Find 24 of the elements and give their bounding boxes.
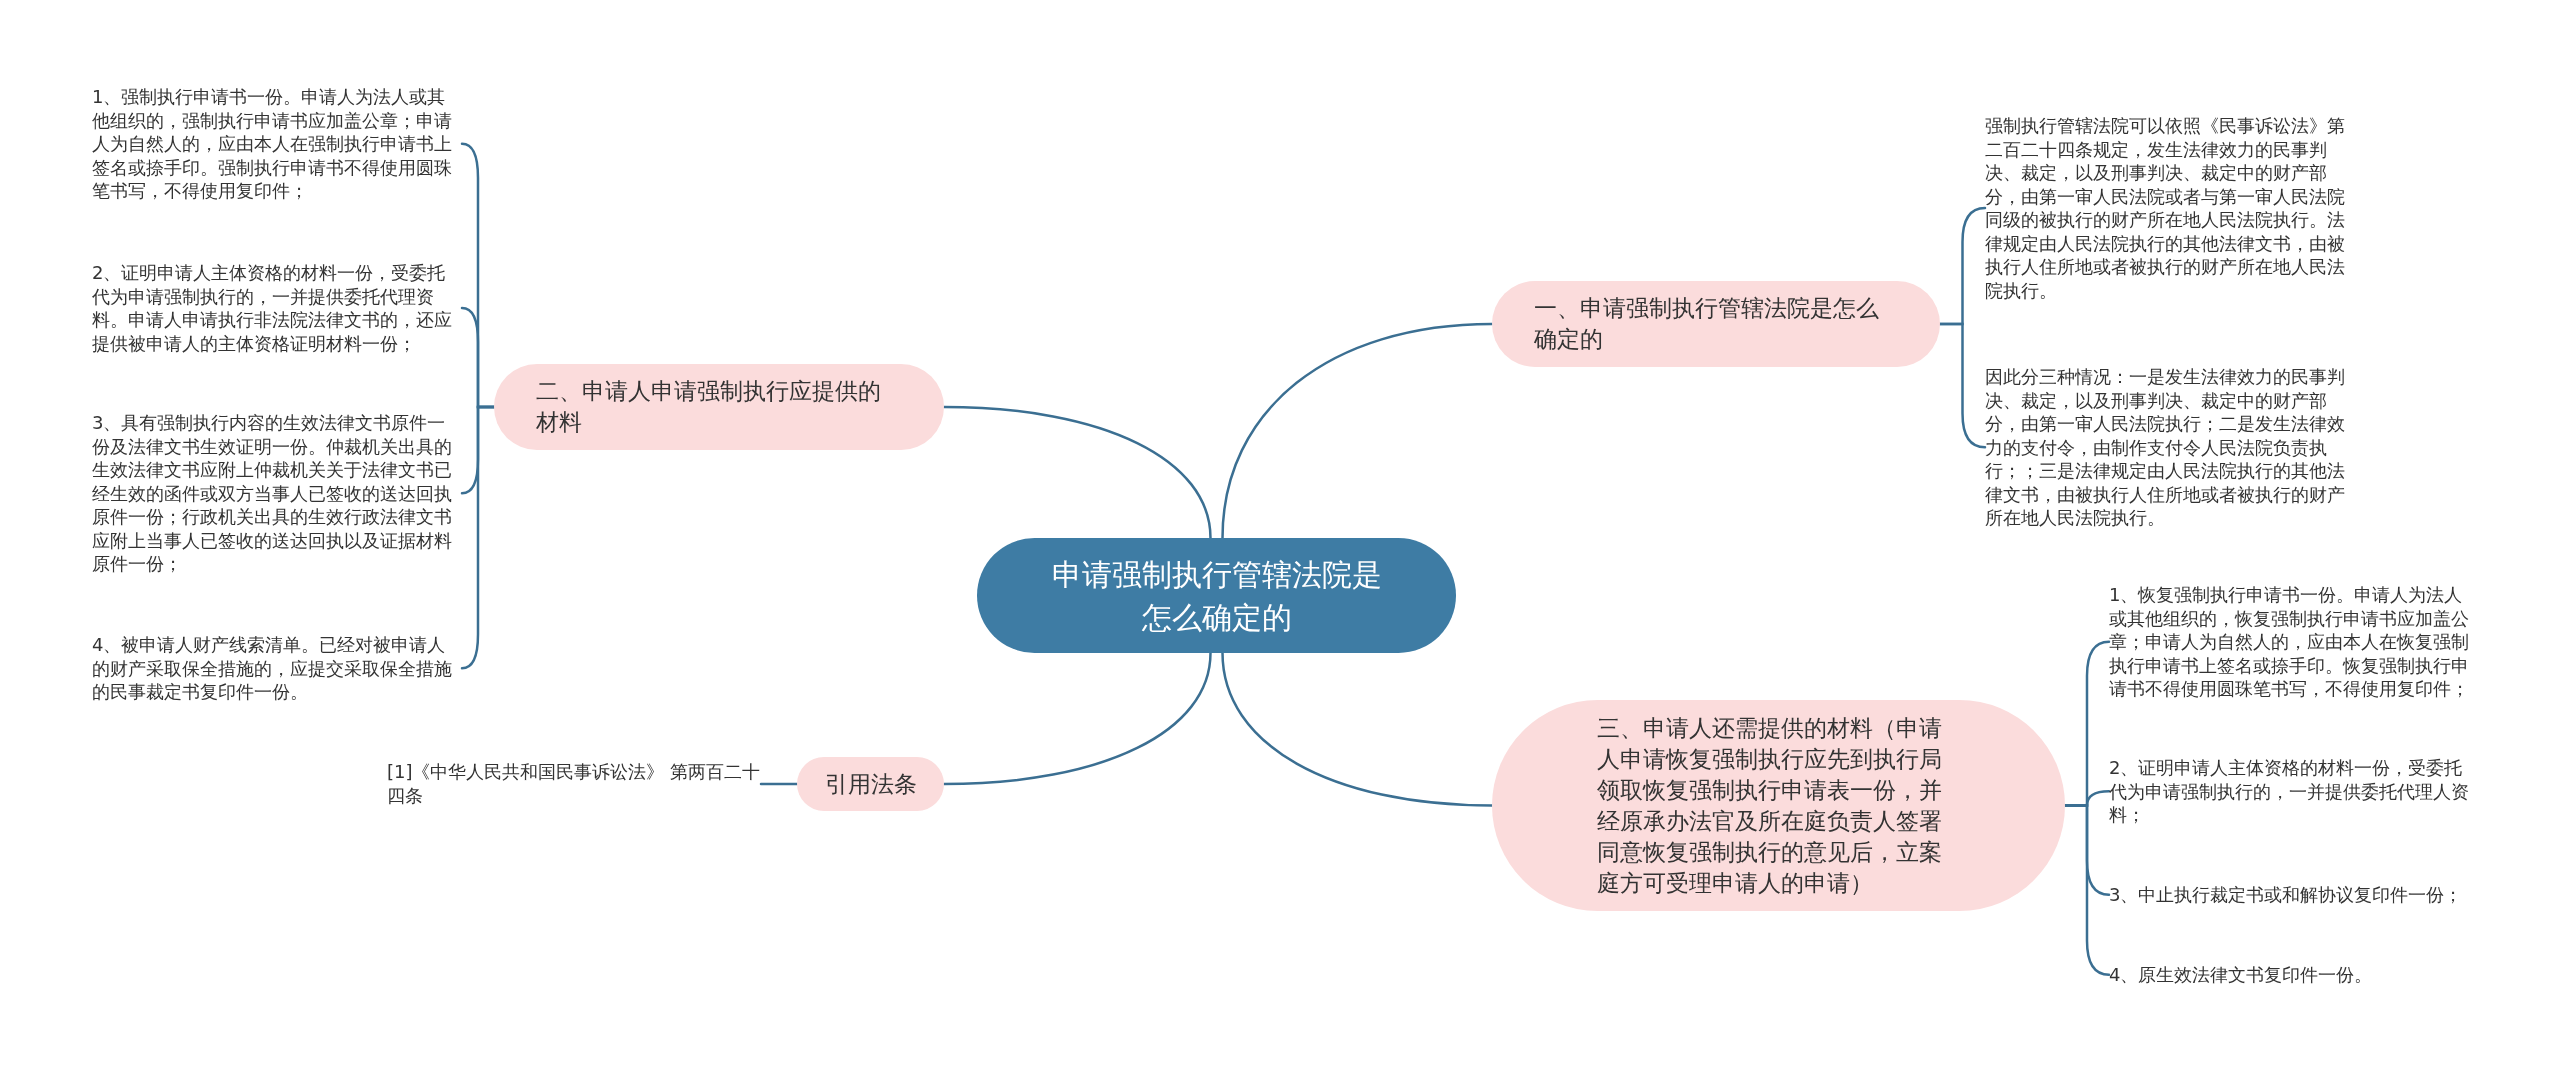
topic-pill: 三、申请人还需提供的材料（申请人申请恢复强制执行应先到执行局领取恢复强制执行申请表一份，并经原承办法官及所在庭负责人签署同意恢复强制执行的意见后，立案庭方可受理申请人的申请） — [1492, 700, 2065, 911]
topic-pill: 引用法条 — [797, 757, 944, 811]
note-text: 3、中止执行裁定书或和解协议复印件一份； — [2109, 883, 2479, 907]
connector-line — [2063, 804, 2111, 976]
note-text: 3、具有强制执行内容的生效法律文书原件一份及法律文书生效证明一份。仲裁机关出具的生效法律文书应附上仲裁机关关于法律文书已经生效的函件或双方当事人已签收的送达回执原件一份；行政机关出具的生效行政法律文书应附上当事人已签收的送达回执以及证据材料原件一份； — [92, 411, 462, 576]
connector-line — [942, 651, 1212, 786]
note-text: 因此分三种情况：一是发生法律效力的民事判决、裁定，以及刑事判决、裁定中的财产部分，由第一审人民法院执行；二是发生法律效力的支付令，由制作支付令人民法院负责执行；；三是法律规定由人民法院执行的其他法律文书，由被执行人住所地或者被执行的财产所在地人民法院执行。 — [1985, 365, 2355, 530]
connector-line — [759, 782, 799, 786]
topic-pill: 一、申请强制执行管辖法院是怎么确定的 — [1492, 281, 1940, 367]
note-text: 强制执行管辖法院可以依照《民事诉讼法》第二百二十四条规定，发生法律效力的民事判决、裁定，以及刑事判决、裁定中的财产部分，由第一审人民法院或者与第一审人民法院同级的被执行的财产所在地人民法院执行。法律规定由人民法院执行的其他法律文书，由被执行人住所地或者被执行的财产所在地人民法院执行。 — [1985, 114, 2355, 302]
connector-line — [460, 405, 496, 670]
central-topic: 申请强制执行管辖法院是怎么确定的 — [977, 538, 1456, 653]
connector-line — [1938, 322, 1987, 449]
note-text: 1、强制执行申请书一份。申请人为法人或其他组织的，强制执行申请书应加盖公章；申请人为自然人的，应由本人在强制执行申请书上签名或捺手印。强制执行申请书不得使用圆珠笔书写，不得使用复印件； — [92, 85, 462, 203]
connector-line — [1221, 651, 1494, 807]
connector-line — [942, 405, 1212, 540]
note-text: 1、恢复强制执行申请书一份。申请人为法人或其他组织的，恢复强制执行申请书应加盖公章；申请人为自然人的，应由本人在恢复强制执行申请书上签名或捺手印。恢复强制执行申请书不得使用圆珠笔书写，不得使用复印件； — [2109, 583, 2479, 701]
note-text: 2、证明申请人主体资格的材料一份，受委托代为申请强制执行的，一并提供委托代理人资料； — [2109, 756, 2479, 827]
note-text: [1]《中华人民共和国民事诉讼法》 第两百二十四条 — [387, 760, 761, 807]
note-text: 2、证明申请人主体资格的材料一份，受委托代为申请强制执行的，一并提供委托代理资料。申请人申请执行非法院法律文书的，还应提供被申请人的主体资格证明材料一份； — [92, 261, 462, 355]
note-text: 4、被申请人财产线索清单。已经对被申请人的财产采取保全措施的，应提交采取保全措施的民事裁定书复印件一份。 — [92, 633, 462, 704]
topic-pill: 二、申请人申请强制执行应提供的材料 — [494, 364, 944, 450]
note-text: 4、原生效法律文书复印件一份。 — [2109, 963, 2479, 987]
connector-line — [1221, 322, 1494, 540]
